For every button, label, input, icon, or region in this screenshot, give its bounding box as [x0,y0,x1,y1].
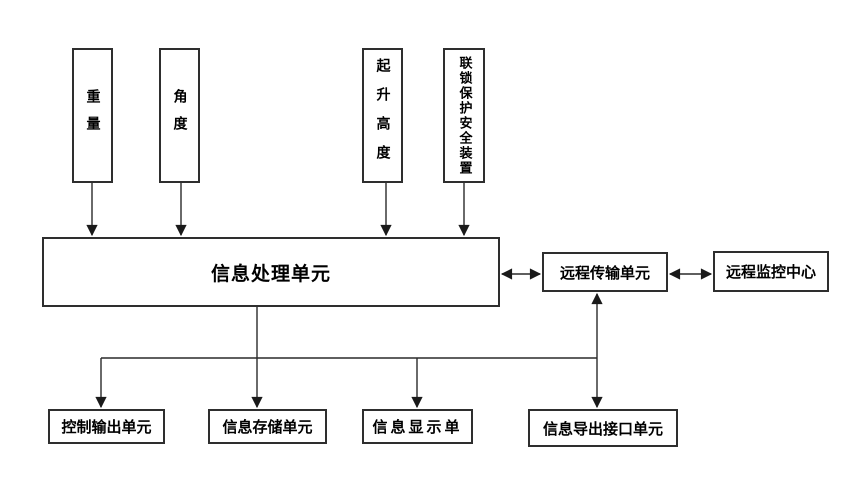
control-output-unit-box: 控制输出单元 [48,409,165,444]
processing-unit-box: 信息处理单元 [42,237,500,307]
sensor-box-weight: 重量 [72,48,113,183]
remote-monitoring-center-box: 远程监控中心 [713,251,829,292]
sensor-box-interlock-safety-device: 联锁保护安全装置 [443,48,485,183]
remote-transmission-unit-box: 远程传输单元 [542,252,668,292]
info-display-unit-box: 信息显示单 [362,409,473,444]
sensor-box-hoisting-height: 起升高度 [362,48,403,183]
sensor-box-angle: 角度 [159,48,200,183]
info-storage-unit-box: 信息存储单元 [208,409,327,444]
info-export-interface-unit-box: 信息导出接口单元 [528,409,678,447]
